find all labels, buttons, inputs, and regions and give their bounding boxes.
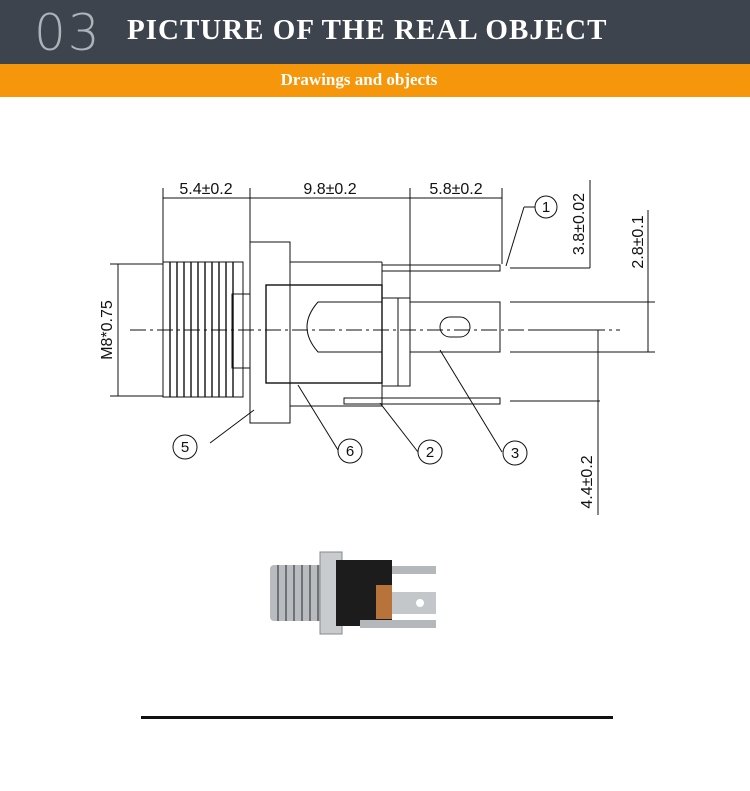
callout-2: 2 [426, 444, 434, 461]
dim-flange-width: 5.4±0.2 [179, 181, 232, 198]
dim-top-pin-offset: 3.8±0.02 [571, 193, 588, 255]
bottom-divider [141, 716, 613, 719]
dim-center-pin-offset: 2.8±0.1 [630, 215, 647, 268]
section-title: PICTURE OF THE REAL OBJECT [127, 14, 608, 46]
section-subheader: Drawings and objects [0, 64, 750, 97]
dim-pin-length: 5.8±0.2 [429, 181, 482, 198]
dim-body-length: 9.8±0.2 [303, 181, 356, 198]
dim-thread: M8*0.75 [99, 300, 116, 360]
section-header: 03 PICTURE OF THE REAL OBJECT [0, 0, 750, 64]
callout-1: 1 [542, 199, 550, 216]
callout-3: 3 [511, 445, 519, 462]
dim-bottom-pin-offset: 4.4±0.2 [579, 455, 596, 508]
callout-5: 5 [181, 439, 189, 456]
callout-6: 6 [346, 443, 354, 460]
section-number: 03 [34, 4, 102, 62]
section-subtitle: Drawings and objects [280, 70, 438, 89]
product-photo [270, 551, 436, 635]
